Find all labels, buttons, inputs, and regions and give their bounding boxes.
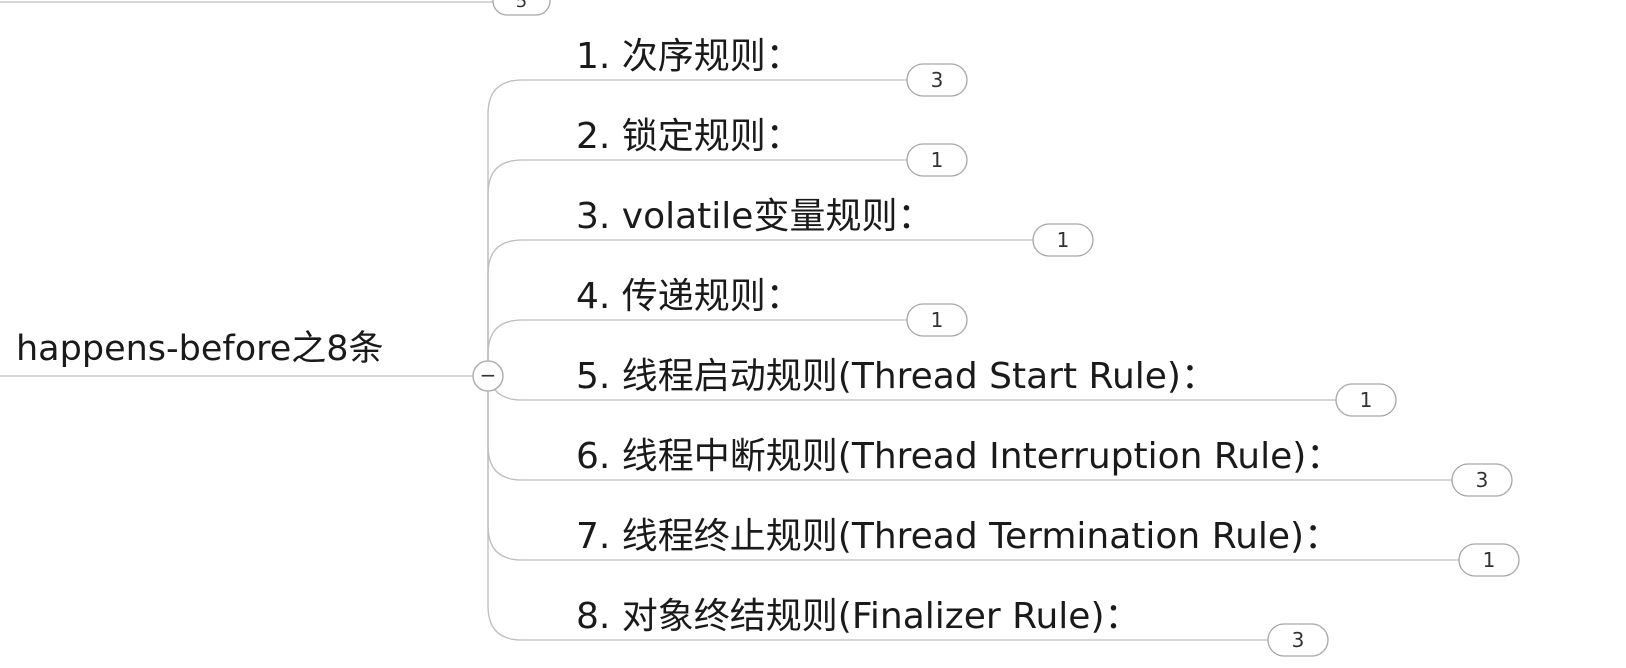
rule-count: 1 bbox=[1057, 228, 1070, 252]
root-topic-label[interactable]: happens-before之8条 bbox=[16, 329, 384, 369]
rule-node[interactable]: 2. 锁定规则： 1 bbox=[576, 116, 968, 177]
top-partial-count-badge[interactable]: 5 bbox=[492, 0, 551, 16]
rule-count-badge[interactable]: 1 bbox=[1335, 383, 1397, 417]
rule-node[interactable]: 8. 对象终结规则(Finalizer Rule)： 3 bbox=[576, 596, 1329, 657]
branch-connector-line bbox=[487, 79, 907, 376]
rule-count-badge[interactable]: 1 bbox=[1458, 543, 1520, 577]
rule-count: 3 bbox=[1292, 628, 1305, 652]
rule-node[interactable]: 5. 线程启动规则(Thread Start Rule)： 1 bbox=[576, 356, 1397, 417]
rule-count-badge[interactable]: 3 bbox=[906, 63, 968, 97]
rule-label: 4. 传递规则： bbox=[576, 276, 802, 317]
rule-count: 3 bbox=[1476, 468, 1489, 492]
rule-label: 6. 线程中断规则(Thread Interruption Rule)： bbox=[576, 436, 1342, 477]
branch-connector-line bbox=[487, 159, 907, 376]
rule-node[interactable]: 4. 传递规则： 1 bbox=[576, 276, 968, 337]
rule-count-badge[interactable]: 3 bbox=[1451, 463, 1513, 497]
collapse-minus-icon: − bbox=[480, 363, 497, 387]
rule-label: 8. 对象终结规则(Finalizer Rule)： bbox=[576, 596, 1141, 637]
rule-count: 1 bbox=[931, 308, 944, 332]
rule-label: 7. 线程终止规则(Thread Termination Rule)： bbox=[576, 516, 1340, 557]
rule-count: 1 bbox=[931, 148, 944, 172]
collapse-toggle-button[interactable]: − bbox=[472, 360, 504, 392]
rule-label: 5. 线程启动规则(Thread Start Rule)： bbox=[576, 356, 1217, 397]
rule-node[interactable]: 1. 次序规则： 3 bbox=[576, 36, 968, 97]
branch-connector-line bbox=[487, 319, 907, 376]
rule-label: 2. 锁定规则： bbox=[576, 116, 802, 157]
rule-label: 1. 次序规则： bbox=[576, 36, 802, 77]
rule-count: 1 bbox=[1483, 548, 1496, 572]
rule-count: 3 bbox=[931, 68, 944, 92]
rule-count-badge[interactable]: 3 bbox=[1267, 623, 1329, 657]
rule-nodes: 1. 次序规则：32. 锁定规则：13. volatile变量规则：14. 传递… bbox=[576, 36, 1520, 657]
rule-count: 1 bbox=[1360, 388, 1373, 412]
rule-label: 3. volatile变量规则： bbox=[576, 196, 933, 237]
rule-node[interactable]: 7. 线程终止规则(Thread Termination Rule)： 1 bbox=[576, 516, 1520, 577]
rule-count-badge[interactable]: 1 bbox=[1032, 223, 1094, 257]
rule-node[interactable]: 3. volatile变量规则： 1 bbox=[576, 196, 1094, 257]
rule-count-badge[interactable]: 1 bbox=[906, 303, 968, 337]
top-partial-count: 5 bbox=[516, 0, 527, 12]
branch-connector-line bbox=[487, 376, 1268, 641]
branch-connector-line bbox=[487, 239, 1033, 376]
rule-node[interactable]: 6. 线程中断规则(Thread Interruption Rule)： 3 bbox=[576, 436, 1513, 497]
rule-count-badge[interactable]: 1 bbox=[906, 143, 968, 177]
